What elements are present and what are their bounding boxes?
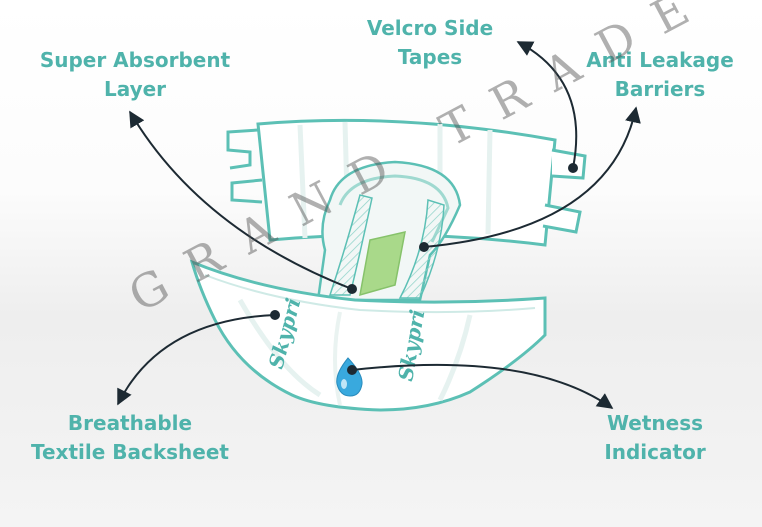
arrow-velcro bbox=[516, 41, 578, 169]
arrow-wetness bbox=[351, 363, 614, 409]
arrow-anti-leakage bbox=[423, 106, 641, 248]
absorbent-pad bbox=[359, 231, 406, 297]
arrow-breathable bbox=[117, 314, 276, 406]
diaper-front-panel: Skypri Skypri bbox=[189, 259, 547, 412]
velcro-tab-left-lower bbox=[230, 178, 263, 204]
callout-arrows bbox=[117, 41, 641, 409]
velcro-tab-left-upper bbox=[226, 128, 259, 170]
arrow-super-absorbent bbox=[129, 110, 353, 290]
